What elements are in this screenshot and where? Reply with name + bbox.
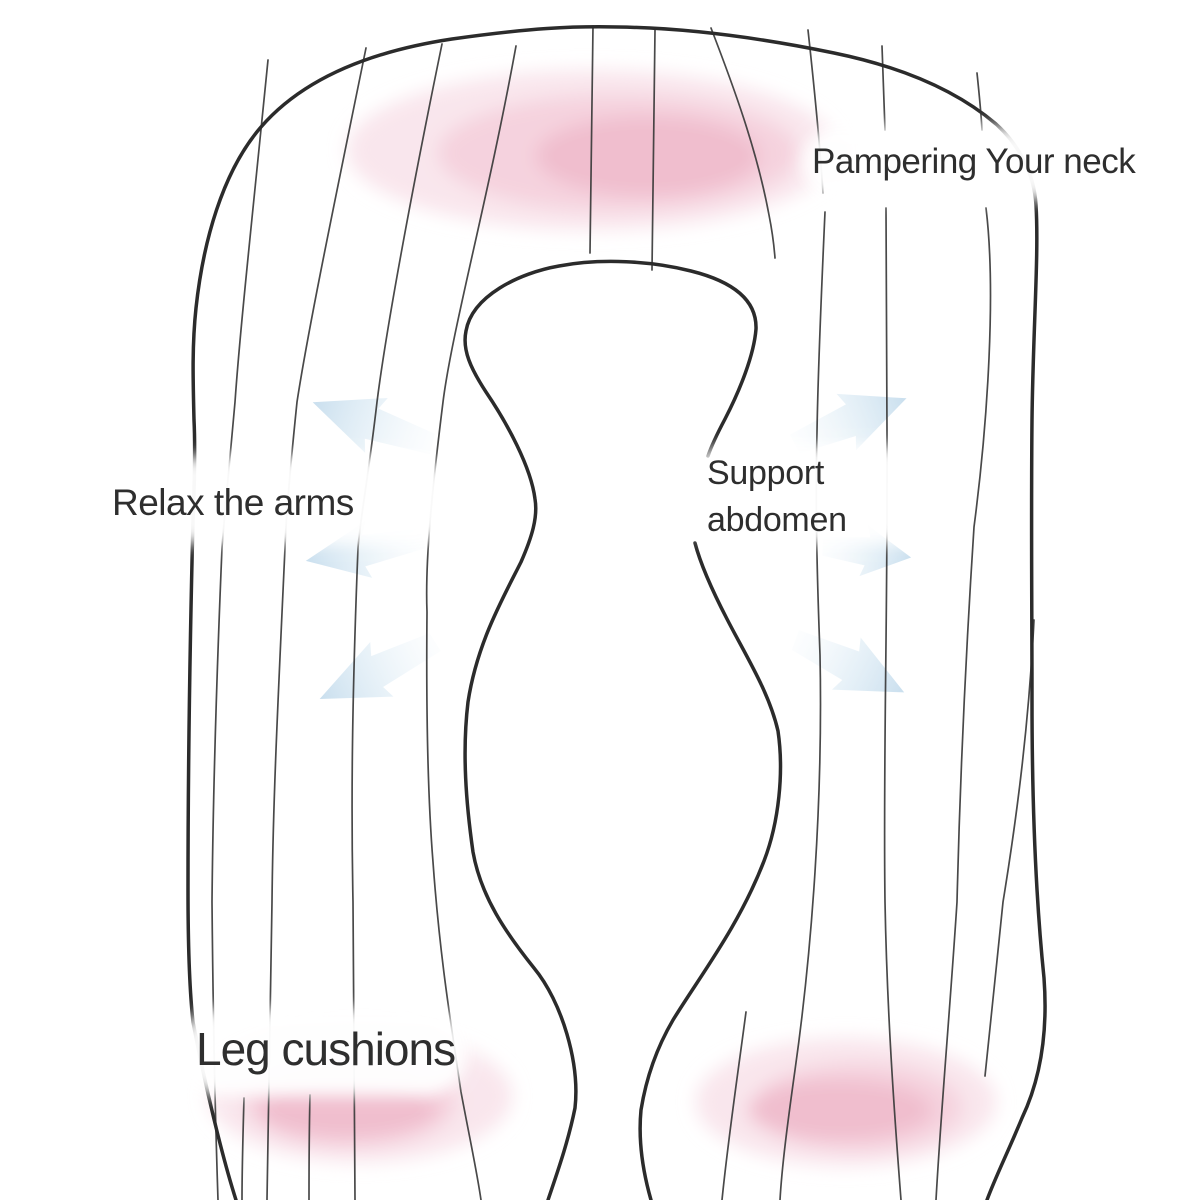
seam-line — [710, 27, 776, 259]
seam-line — [266, 47, 367, 1200]
seam-line — [589, 25, 594, 254]
seam-line — [308, 1094, 311, 1200]
arrow-down-right-icon — [781, 611, 918, 720]
seam-line — [241, 1097, 245, 1200]
arms-label-halo — [58, 456, 456, 544]
abdomen-label-halo — [682, 446, 946, 544]
seam-line — [984, 619, 1035, 1077]
neck-label-halo — [802, 126, 1138, 200]
inner-cavity-outline — [463, 259, 758, 1200]
seam-line — [883, 207, 902, 1200]
legs-label-halo — [176, 1008, 468, 1096]
seam-line — [651, 29, 656, 271]
seam-line — [935, 207, 992, 1200]
label-halos — [58, 126, 1138, 1096]
inner-cavity-outline-lower — [638, 541, 783, 1200]
support-arrows — [300, 370, 918, 726]
abdomen-label-line2: abdomen — [707, 501, 847, 539]
seam-line — [881, 45, 886, 131]
legs-label: Leg cushions — [196, 1023, 456, 1075]
seam-line — [976, 72, 983, 131]
abdomen-label: Support abdomen — [707, 450, 847, 544]
seam-line — [351, 43, 443, 1200]
outer-outline — [186, 25, 1047, 1200]
seam-line — [721, 1011, 747, 1200]
arms-label: Relax the arms — [112, 482, 354, 523]
right-leg-cushion-glow — [696, 1038, 996, 1166]
pillow-outline — [186, 25, 1047, 1200]
glow-core — [536, 116, 760, 196]
seam-line — [779, 211, 826, 1200]
abdomen-label-line1: Support — [707, 454, 824, 492]
arrow-down-left-icon — [306, 616, 450, 726]
glow-core — [748, 1080, 932, 1140]
seam-line — [425, 45, 517, 1200]
neck-label: Pampering Your neck — [812, 142, 1136, 181]
